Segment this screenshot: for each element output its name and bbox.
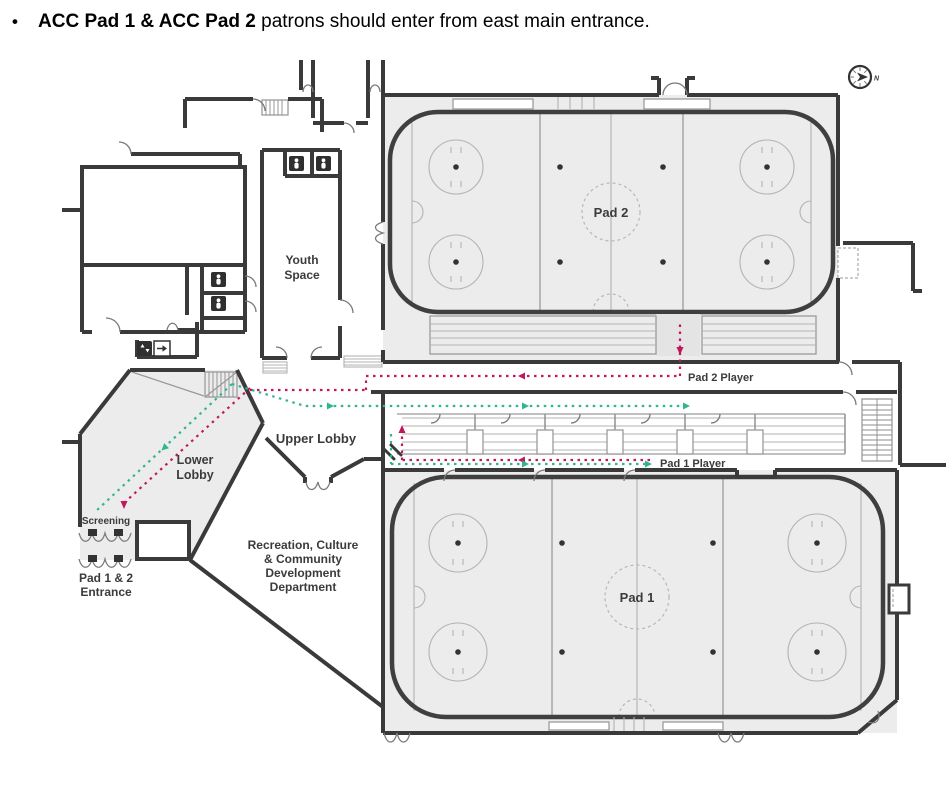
pad2-label: Pad 2	[594, 205, 629, 220]
faceoff-dots	[453, 164, 770, 265]
pad1-boards	[389, 474, 886, 720]
svg-text:Development: Development	[265, 566, 340, 580]
stairs-icon	[861, 398, 893, 462]
washroom-icon	[289, 156, 304, 171]
label-youth-space: Youth	[285, 253, 318, 267]
floor-mats	[262, 355, 383, 374]
label-upper-lobby: Upper Lobby	[276, 431, 357, 446]
pad2-boards	[387, 109, 836, 315]
area-labels: Youth Space Upper Lobby Lower Lobby Scre…	[79, 253, 754, 599]
stairs-icon	[131, 371, 238, 398]
faceoff-dots	[455, 540, 820, 655]
pad2-rink: Pad 2	[387, 97, 836, 356]
label-screening: Screening	[82, 516, 130, 527]
washroom-icon	[211, 272, 226, 287]
bullet-marker: •	[12, 12, 18, 31]
walls	[62, 60, 946, 735]
patron-route	[94, 382, 690, 513]
east-vestibule	[887, 583, 911, 615]
label-pad1-player: Pad 1 Player	[660, 458, 726, 470]
label-entrance: Pad 1 & 2	[79, 571, 133, 585]
note-bold-text: ACC Pad 1 & ACC Pad 2	[38, 11, 256, 32]
loading-door	[837, 247, 859, 279]
svg-text:Lobby: Lobby	[176, 468, 214, 482]
pad1-label: Pad 1	[620, 590, 655, 605]
pad1-viewing-bleachers	[397, 413, 846, 455]
svg-text:Space: Space	[284, 268, 320, 282]
washroom-icons	[211, 156, 331, 311]
bullet-note: • ACC Pad 1 & ACC Pad 2 patrons should en…	[12, 10, 932, 34]
pad1-hall-floor	[383, 470, 897, 733]
svg-text:& Community: & Community	[264, 552, 342, 566]
svg-text:Entrance: Entrance	[80, 585, 132, 599]
washroom-icon	[316, 156, 331, 171]
compass-north-label: N	[874, 76, 880, 83]
label-pad2-player: Pad 2 Player	[688, 372, 754, 384]
elevator-icon	[137, 341, 152, 356]
washroom-icon	[211, 296, 226, 311]
pad2-bleachers	[429, 315, 657, 355]
player-route	[120, 322, 684, 509]
stairs-icon	[261, 99, 289, 116]
pad1-rink: Pad 1	[389, 474, 886, 733]
multipurpose-room	[80, 165, 247, 267]
screening-room	[135, 520, 191, 561]
note-regular-text: patrons should enter from east main entr…	[255, 11, 650, 32]
compass-icon: N	[847, 64, 880, 90]
label-lower-lobby: Lower	[177, 453, 214, 467]
entrance-doors	[78, 529, 132, 568]
label-department: Recreation, Culture	[248, 538, 359, 552]
svg-text:Department: Department	[270, 580, 337, 594]
exit-arrow-icon	[153, 340, 171, 357]
door-swings	[105, 82, 880, 743]
